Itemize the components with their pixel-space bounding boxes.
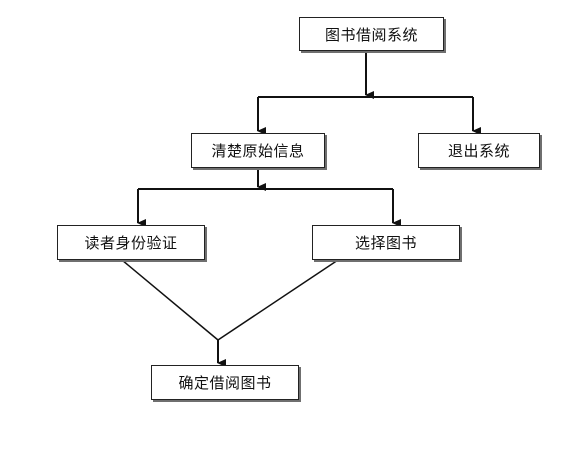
edge-verify-merge: [121, 259, 219, 341]
node-exit-system: 退出系统: [418, 133, 540, 168]
node-select-book: 选择图书: [312, 225, 460, 260]
node-reader-verification: 读者身份验证: [57, 225, 205, 260]
node-clear-original-info: 清楚原始信息: [191, 133, 325, 168]
node-confirm-borrow: 确定借阅图书: [151, 365, 299, 400]
edge-select-merge: [217, 259, 339, 341]
node-library-system: 图书借阅系统: [299, 17, 444, 51]
